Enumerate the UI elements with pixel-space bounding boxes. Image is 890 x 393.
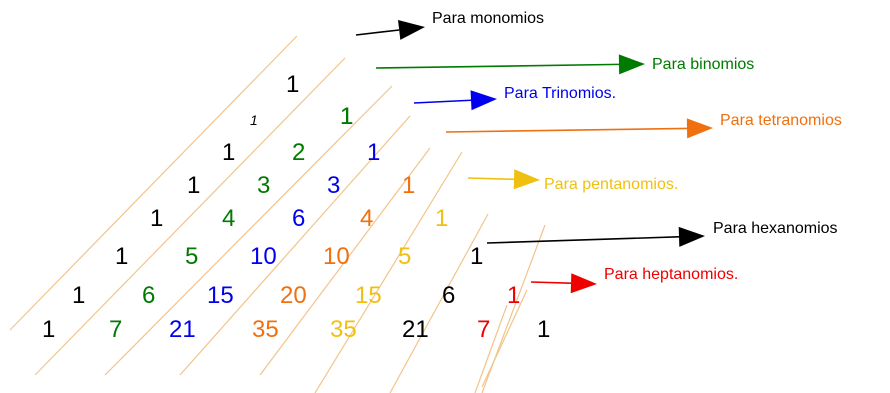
apex-number: 1 xyxy=(286,71,299,98)
pascal-number-r6-c2: 6 xyxy=(142,282,155,309)
guide-line-1 xyxy=(9,35,298,331)
guide-line-8 xyxy=(474,304,508,393)
pascal-number-r1-c2: 1 xyxy=(340,103,353,130)
label-2: Para binomios xyxy=(652,56,754,73)
pascal-number-r1-c2: 1 xyxy=(340,103,353,130)
arrow-shaft-1 xyxy=(355,29,400,36)
pascal-number-r5-c5: 5 xyxy=(398,243,411,270)
pascal-number-r7-c6: 21 xyxy=(402,316,429,343)
small-italic-number: 1 xyxy=(250,112,258,128)
diagonal-guide-lines xyxy=(9,35,546,393)
label-6: Para hexanomios xyxy=(713,220,838,237)
pascal-number-r3-c1: 1 xyxy=(187,172,200,199)
pascal-number-r7-c7: 7 xyxy=(477,316,490,343)
arrow-head-2 xyxy=(618,54,645,75)
pascal-number-r3-c3: 3 xyxy=(327,172,340,199)
pascal-number-r4-c3: 6 xyxy=(292,205,305,232)
label-1: Para monomios xyxy=(432,10,544,27)
pascal-number-r6-c6: 6 xyxy=(442,282,455,309)
arrow-head-4 xyxy=(686,118,713,139)
arrow-shaft-4 xyxy=(445,127,688,133)
arrow-shaft-3 xyxy=(413,99,472,104)
arrow-head-3 xyxy=(470,90,497,111)
pascal-number-r2-c1: 1 xyxy=(222,139,235,166)
label-7: Para heptanomios. xyxy=(604,266,738,283)
guide-line-10 xyxy=(481,224,546,393)
arrow-head-6 xyxy=(678,226,705,247)
label-3: Para Trinomios. xyxy=(504,85,616,102)
pascal-number-r6-c5: 15 xyxy=(355,282,382,309)
guide-line-5 xyxy=(259,147,431,376)
pascal-number-r5-c3: 10 xyxy=(250,243,277,270)
label-4: Para tetranomios xyxy=(720,112,842,129)
pascal-number-r7-c5: 35 xyxy=(330,316,357,343)
pascal-number-r7-c3: 21 xyxy=(169,316,196,343)
arrow-shaft-6 xyxy=(486,236,680,244)
pascal-number-r3-c4: 1 xyxy=(402,172,415,199)
guide-line-3 xyxy=(104,85,393,376)
pascal-number-r7-c2: 7 xyxy=(109,316,122,343)
pascal-number-r7-c1: 1 xyxy=(42,316,55,343)
guide-line-7 xyxy=(389,213,489,393)
arrow-head-5 xyxy=(513,169,540,190)
label-5: Para pentanomios. xyxy=(544,176,678,193)
pascal-number-r7-c4: 35 xyxy=(252,316,279,343)
pascal-number-r6-c1: 1 xyxy=(72,282,85,309)
guide-line-2 xyxy=(34,57,346,376)
pascal-number-r7-c8: 1 xyxy=(537,316,550,343)
arrow-shaft-2 xyxy=(375,63,620,69)
arrow-head-1 xyxy=(398,20,425,40)
arrow-shaft-7 xyxy=(530,281,572,285)
pascal-number-r6-c4: 20 xyxy=(280,282,307,309)
arrow-head-7 xyxy=(570,273,597,294)
pascal-number-r4-c1: 1 xyxy=(150,205,163,232)
pascal-number-r2-c2: 2 xyxy=(292,139,305,166)
pascal-number-r4-c4: 4 xyxy=(360,205,373,232)
pascal-number-r4-c5: 1 xyxy=(435,205,448,232)
pascal-number-r2-c3: 1 xyxy=(367,139,380,166)
pascal-number-r5-c1: 1 xyxy=(115,243,128,270)
arrow-shaft-5 xyxy=(467,177,515,181)
guide-line-9 xyxy=(481,289,528,388)
guide-line-4 xyxy=(179,115,411,376)
pascal-number-r5-c4: 10 xyxy=(323,243,350,270)
pascal-number-r5-c6: 1 xyxy=(470,243,483,270)
pascal-number-r5-c2: 5 xyxy=(185,243,198,270)
arrows xyxy=(355,20,713,294)
pascal-number-r3-c2: 3 xyxy=(257,172,270,199)
pascal-number-r6-c3: 15 xyxy=(207,282,234,309)
pascal-number-r4-c2: 4 xyxy=(222,205,235,232)
pascal-number-r6-c7: 1 xyxy=(507,282,520,309)
guide-line-6 xyxy=(314,151,463,393)
